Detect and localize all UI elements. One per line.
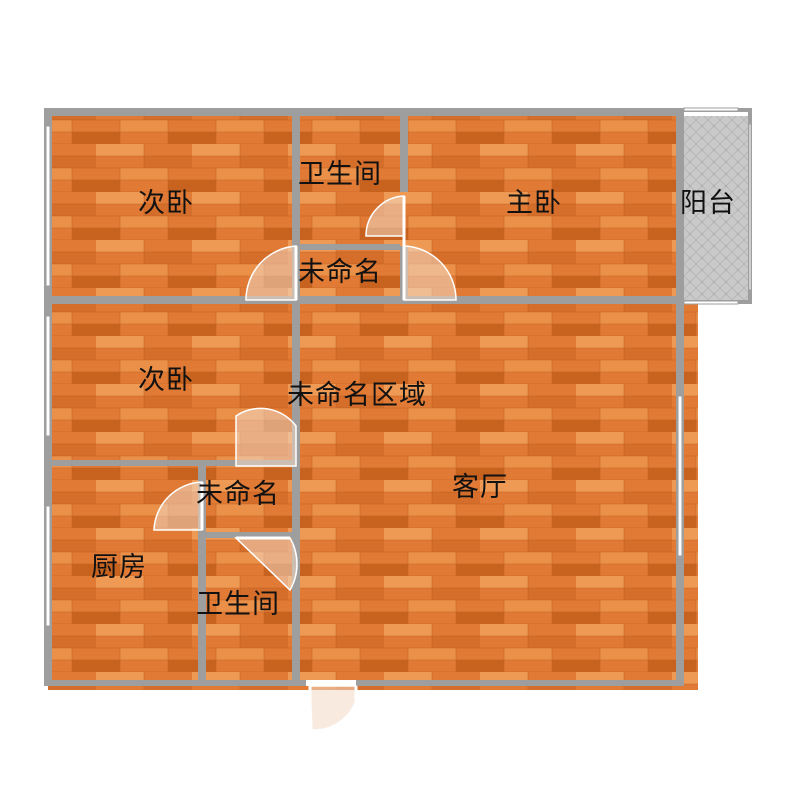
room-label-kitchen: 厨房 bbox=[91, 552, 147, 583]
floor-living-room bbox=[298, 304, 676, 682]
door-swing-kitchen bbox=[153, 481, 203, 531]
floor-master-bedroom bbox=[404, 116, 676, 300]
door-swing-entrance bbox=[309, 685, 357, 731]
room-label-unnamed-top: 未命名 bbox=[298, 257, 382, 288]
room-label-bathroom-bottom: 卫生间 bbox=[196, 589, 280, 620]
room-label-living-room: 客厅 bbox=[452, 472, 508, 503]
door-swings bbox=[153, 195, 457, 731]
floor-unnamed-top bbox=[300, 250, 404, 300]
room-label-bedroom-mid-left: 次卧 bbox=[138, 365, 194, 396]
room-label-bathroom-top: 卫生间 bbox=[298, 159, 382, 190]
room-label-balcony: 阳台 bbox=[680, 188, 736, 219]
floor-bedroom-top-left bbox=[52, 116, 294, 300]
room-label-master-bedroom: 主卧 bbox=[506, 188, 562, 219]
entrance-threshold bbox=[306, 680, 356, 686]
door-swing-bedroom-mid bbox=[235, 407, 297, 467]
floor-right-strip bbox=[680, 300, 698, 690]
windows bbox=[45, 107, 752, 627]
door-leaves bbox=[200, 196, 406, 730]
room-label-unnamed-bottom: 未命名 bbox=[196, 479, 280, 510]
door-swing-bedroom-top-left bbox=[245, 245, 297, 301]
room-label-unnamed-area: 未命名区域 bbox=[287, 380, 427, 411]
door-swing-master-bedroom bbox=[403, 245, 457, 301]
floor-unnamed-bottom bbox=[202, 466, 298, 536]
floor-balcony bbox=[684, 116, 748, 300]
door-swing-bathroom-top bbox=[365, 195, 405, 246]
door-swing-bathroom-bottom bbox=[234, 537, 298, 592]
room-label-bedroom-top-left: 次卧 bbox=[138, 188, 194, 219]
